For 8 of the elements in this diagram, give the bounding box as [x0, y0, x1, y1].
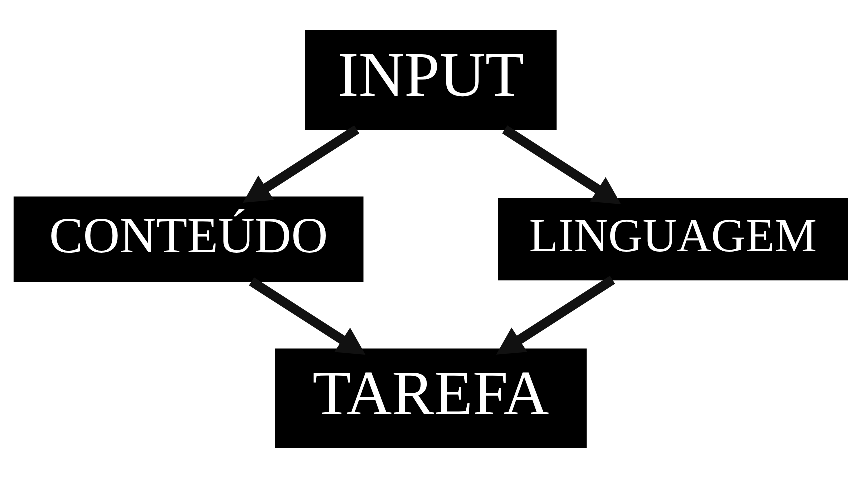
arrow	[249, 277, 366, 354]
arrow	[496, 276, 616, 354]
arrow	[502, 125, 622, 204]
node-box: TAREFA	[275, 348, 587, 448]
arrow	[243, 125, 360, 202]
node-box: CONTEÚDO	[14, 196, 364, 282]
node-box: INPUT	[305, 30, 557, 130]
node-box: LINGUAGEM	[498, 198, 848, 280]
